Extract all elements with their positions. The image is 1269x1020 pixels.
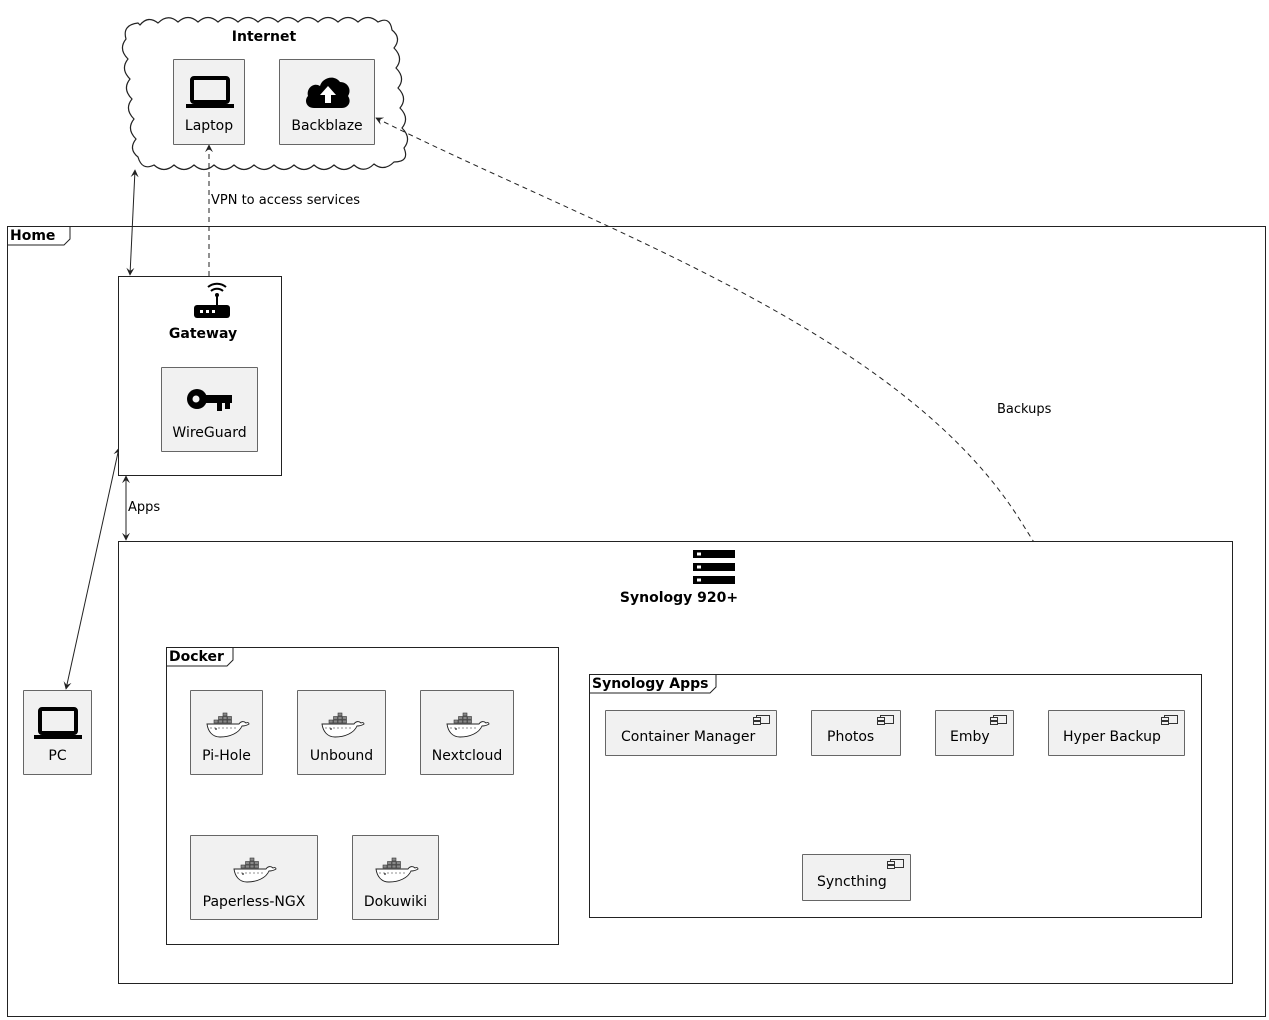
docker-container-label: Pi-Hole — [202, 748, 251, 764]
backups-edge-label: Backups — [997, 402, 1052, 417]
edge-gateway-pc — [63, 447, 122, 690]
home-frame: Home — [7, 226, 1266, 1017]
home-frame-tab-border — [8, 227, 71, 246]
wireguard-node[interactable]: WireGuard — [161, 367, 258, 452]
gateway-title: Gateway — [168, 326, 238, 342]
docker-frame-tab-border — [167, 648, 234, 667]
app-label: Hyper Backup — [1063, 729, 1161, 745]
laptop-label: Laptop — [184, 118, 234, 134]
apps-edge-label: Apps — [128, 500, 161, 515]
pc-label: PC — [48, 748, 67, 764]
synology-apps-frame-tab-border — [590, 675, 717, 694]
docker-container-label: Paperless-NGX — [202, 894, 306, 910]
docker-container-label: Nextcloud — [431, 748, 503, 764]
app-label: Syncthing — [817, 874, 887, 890]
docker-container-paperless-ngx[interactable]: Paperless-NGX — [190, 835, 318, 920]
docker-container-unbound[interactable]: Unbound — [297, 690, 386, 775]
synology-apps-frame-title: Synology Apps — [590, 675, 721, 693]
docker-whale-icon — [206, 712, 250, 738]
app-hyper-backup[interactable]: Hyper Backup — [1048, 710, 1185, 756]
server-icon — [693, 550, 735, 584]
app-label: Container Manager — [621, 729, 756, 745]
laptop-icon — [186, 76, 234, 108]
app-label: Emby — [950, 729, 990, 745]
key-icon — [187, 389, 232, 411]
app-container-manager[interactable]: Container Manager — [605, 710, 777, 756]
vpn-edge-label: VPN to access services — [211, 193, 361, 208]
docker-container-pi-hole[interactable]: Pi-Hole — [190, 690, 263, 775]
docker-whale-icon — [446, 712, 490, 738]
app-label: Photos — [827, 729, 875, 745]
app-emby[interactable]: Emby — [935, 710, 1014, 756]
docker-container-label: Unbound — [309, 748, 374, 764]
docker-container-nextcloud[interactable]: Nextcloud — [420, 690, 514, 775]
docker-frame-title: Docker — [167, 648, 236, 666]
edge-backups — [375, 117, 1113, 709]
cloud-upload-icon — [306, 77, 350, 108]
home-frame-title: Home — [8, 227, 68, 245]
pc-node[interactable]: PC — [23, 690, 92, 775]
component-icon — [990, 715, 1007, 725]
component-icon — [753, 715, 770, 725]
docker-whale-icon — [233, 857, 277, 883]
laptop-icon — [34, 707, 82, 739]
backblaze-label: Backblaze — [291, 118, 363, 134]
laptop-node[interactable]: Laptop — [173, 59, 245, 145]
docker-whale-icon — [321, 712, 365, 738]
edge-internet-gateway — [126, 169, 139, 276]
component-icon — [1161, 715, 1178, 725]
app-syncthing[interactable]: Syncthing — [802, 854, 911, 901]
router-icon — [194, 282, 230, 318]
wireguard-label: WireGuard — [172, 425, 247, 441]
synology-title: Synology 920+ — [619, 590, 739, 606]
component-icon — [887, 859, 904, 869]
docker-whale-icon — [375, 857, 419, 883]
app-photos[interactable]: Photos — [811, 710, 901, 756]
docker-container-label: Dokuwiki — [363, 894, 428, 910]
backblaze-node[interactable]: Backblaze — [279, 59, 375, 145]
internet-title: Internet — [231, 29, 297, 45]
docker-container-dokuwiki[interactable]: Dokuwiki — [352, 835, 439, 920]
component-icon — [877, 715, 894, 725]
